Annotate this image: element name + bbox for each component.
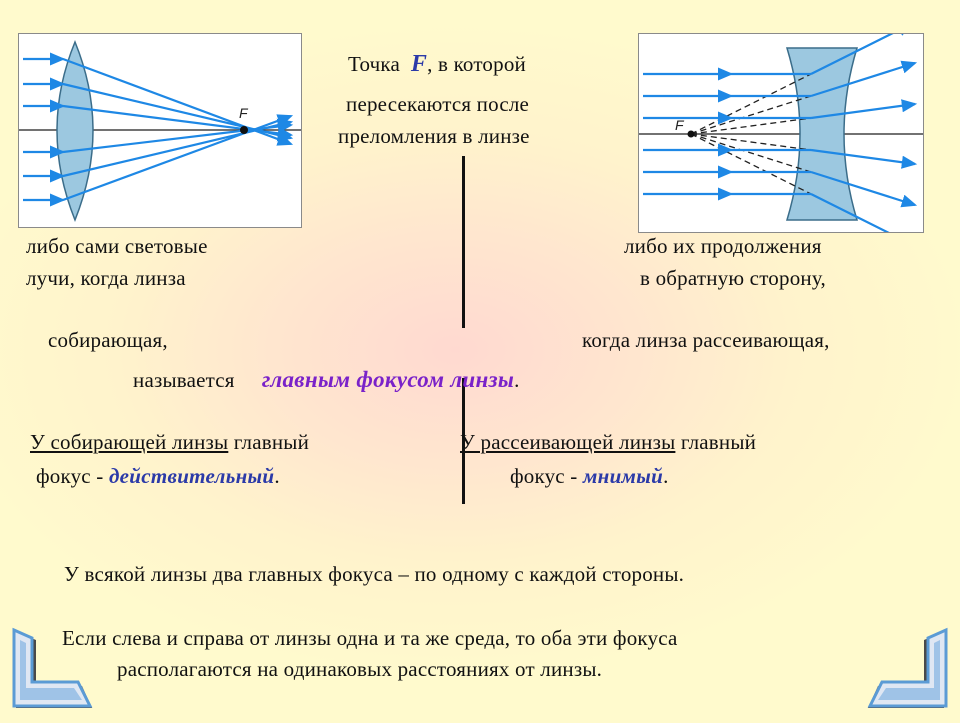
statement-same-medium-line-1: Если слева и справа от линзы одна и та ж… [62,626,678,650]
divider-upper [462,156,465,328]
main-focus-sentence: называется главным фокусом линзы. [133,367,520,393]
converging-focus-prefix: фокус - [36,464,109,488]
title-line-1: Точка F, в которой [348,52,526,76]
left-col-line-2: лучи, когда линза [26,266,186,290]
diverging-lens [785,47,859,221]
prev-slide-button[interactable] [6,626,98,718]
statement-same-medium-line-2: располагаются на одинаковых расстояниях … [117,657,603,681]
diverging-rest: главный [675,430,757,454]
prev-arrow-icon [12,627,93,708]
focus-label: F [239,105,249,121]
diverging-lens-diagram: F [638,33,924,233]
virtual-focus-term: мнимый [582,464,664,488]
converging-rest: главный [228,430,310,454]
title-post: , в которой [427,52,526,76]
focus-point [240,126,248,134]
diverging-lens-underlined: У рассеивающей линзы [460,430,676,454]
called-period: . [514,368,520,392]
incoming-rays [643,67,811,201]
converging-lens-underlined: У собирающей линзы [30,430,229,454]
next-slide-button[interactable] [862,626,954,718]
title-pre: Точка [348,52,400,76]
real-focus-term: действительный [108,464,275,488]
converging-lens-diagram: F [18,33,302,228]
right-col-line-1: либо их продолжения [624,234,822,258]
statement-two-foci: У всякой линзы два главных фокуса – по о… [64,562,685,586]
converging-lens-svg: F [19,40,301,223]
converging-focus-line-2: фокус - действительный. [36,464,280,488]
right-col-line-3: когда линза рассеивающая, [582,328,830,352]
diverging-lens-svg: F [639,34,923,232]
title-line-3: преломления в линзе [338,124,530,148]
virtual-ray-extensions [690,73,812,195]
divider-lower [462,378,465,504]
refracted-rays [62,57,294,202]
converging-focus-line-1: У собирающей линзы главный [30,430,309,454]
diverging-focus-line-2: фокус - мнимый. [510,464,669,488]
focus-label: F [675,117,685,133]
title-line-2: пересекаются после [346,92,530,116]
focus-symbol: F [410,51,428,77]
converging-period: . [274,464,280,488]
diverging-period: . [663,464,669,488]
refracted-rays [810,34,918,232]
next-arrow-icon [867,627,948,708]
diverging-focus-prefix: фокус - [510,464,583,488]
focus-point [687,130,695,138]
left-col-line-3: собирающая, [48,328,168,352]
right-col-line-2: в обратную сторону, [640,266,826,290]
main-focus-term: главным фокусом линзы [261,367,515,392]
left-col-line-1: либо сами световые [26,234,208,258]
incoming-rays [23,52,66,207]
diverging-focus-line-1: У рассеивающей линзы главный [460,430,756,454]
called-prefix: называется [133,368,235,392]
